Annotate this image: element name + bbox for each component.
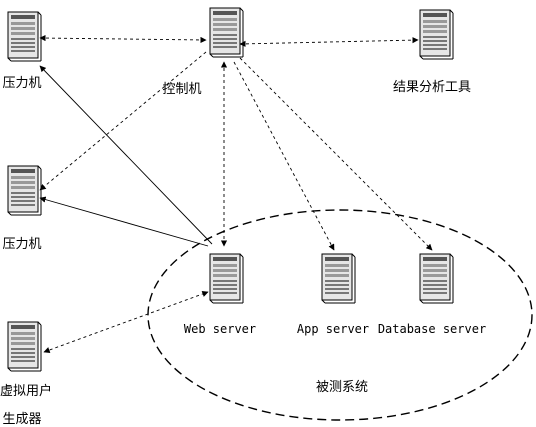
server-tower-icon bbox=[321, 253, 356, 304]
link-control-pressure2 bbox=[39, 51, 207, 191]
control-machine-label: 控制机 bbox=[162, 82, 202, 97]
server-tower-icon bbox=[209, 253, 244, 304]
server-tower-icon bbox=[209, 7, 244, 58]
server-tower-icon bbox=[7, 11, 42, 62]
link-virtual-web bbox=[43, 290, 209, 354]
link-control-analysis bbox=[239, 36, 419, 48]
server-tower-icon bbox=[7, 165, 42, 216]
pressure-machine-1-label: 压力机 bbox=[2, 76, 42, 91]
pressure-machine-2-label: 压力机 bbox=[2, 237, 42, 252]
link-control-app bbox=[233, 61, 335, 251]
virtual-user-generator-label-line2: 生成器 bbox=[2, 412, 42, 427]
system-under-test-label: 被测系统 bbox=[315, 380, 369, 395]
web-server-label: Web server bbox=[183, 322, 257, 336]
link-web-pressure1 bbox=[39, 65, 213, 245]
virtual-user-generator-label-line1: 虚拟用户 bbox=[0, 384, 53, 399]
app-server-label: App server bbox=[296, 322, 370, 336]
server-tower-icon bbox=[7, 321, 42, 372]
link-web-pressure2 bbox=[39, 196, 209, 247]
result-analysis-tool-label: 结果分析工具 bbox=[392, 80, 472, 95]
database-server-label: Database server bbox=[377, 322, 487, 336]
server-tower-icon bbox=[419, 9, 454, 60]
server-tower-icon bbox=[419, 253, 454, 304]
link-pressure1-control bbox=[39, 34, 207, 44]
